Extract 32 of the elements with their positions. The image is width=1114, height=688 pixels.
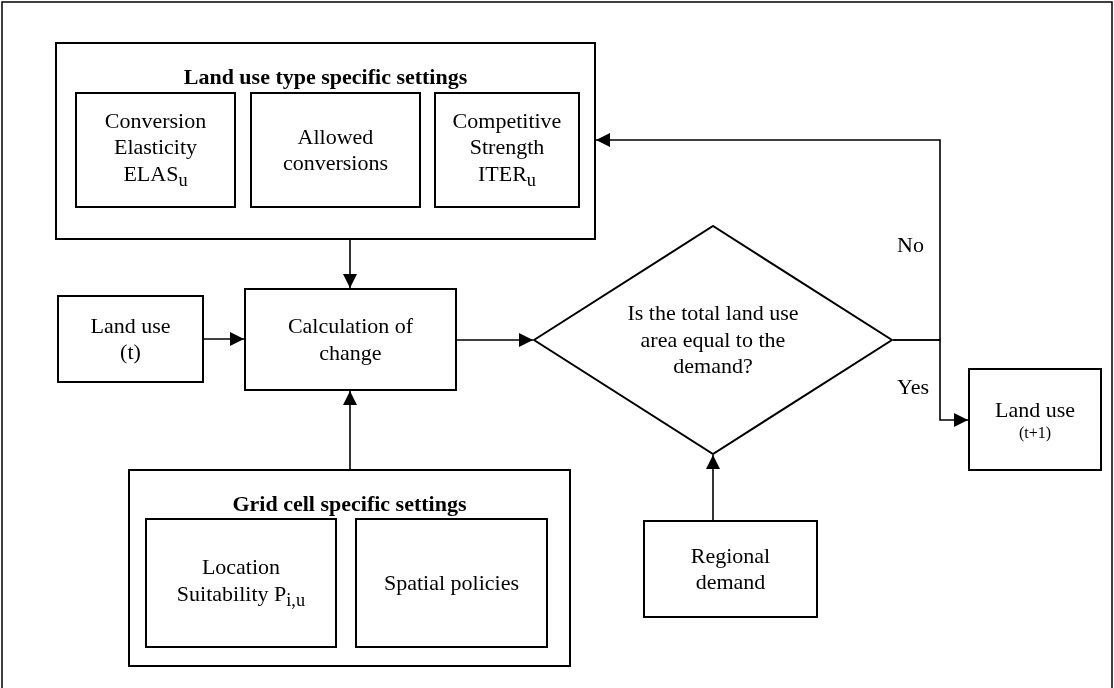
group-heading: Land use type specific settings [182,64,469,90]
arrow [343,239,357,289]
box-text: (t+1) [1017,423,1053,443]
arrow [892,339,969,427]
box-text: Allowed conversions [281,123,390,177]
group-box [128,469,571,667]
arrow [456,333,534,347]
process-box [434,92,580,208]
box-text: Conversion Elasticity ELAS$_{u}$ [103,107,208,193]
process-box [75,92,236,208]
arrow [343,390,357,470]
box-text: Competitive Strength ITER$_{u}$ [451,107,563,193]
arrow [595,133,941,341]
process-box [355,518,548,648]
box-text: Land use [994,396,1076,424]
group-box [55,42,596,240]
box-text: Spatial policies [383,569,520,597]
box-text: Regional demand [689,542,772,596]
process-box [968,368,1102,471]
box-text: Land use [89,312,172,339]
box-text: (t) [119,339,142,366]
process-box [57,295,204,383]
process-box [643,520,818,618]
process-box [250,92,421,208]
box-text: Location Suitability P$_{i,u}$ [175,554,307,612]
arrow [203,332,245,346]
arrow [706,454,720,521]
process-box [145,518,337,648]
box-text: Calculation of change [286,313,415,366]
decision-text: Is the total land use area equal to the demand? [626,300,800,380]
group-heading: Grid cell specific settings [231,491,468,517]
process-box [244,288,457,391]
